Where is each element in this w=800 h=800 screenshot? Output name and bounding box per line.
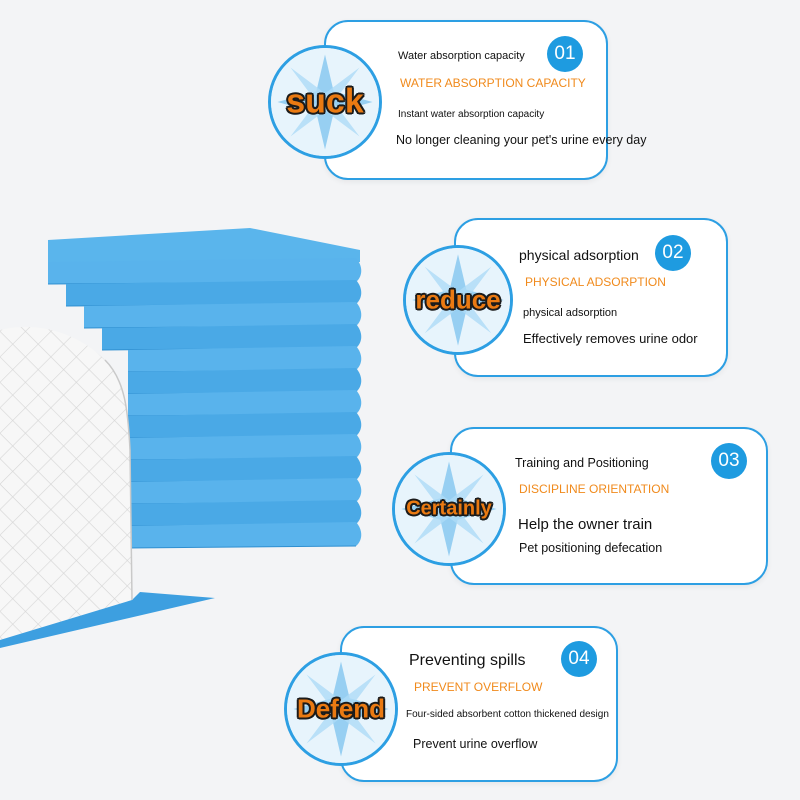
feature-number-badge-3: 03 — [711, 443, 747, 479]
feature-emblem-4: Defend — [284, 652, 398, 766]
pad-layer — [128, 412, 362, 438]
feature-number-badge-2: 02 — [655, 235, 691, 271]
feature-line1-3: Help the owner train — [518, 516, 653, 533]
pad-layer — [84, 302, 362, 328]
pad-layer — [128, 390, 362, 416]
feature-line1-1: Instant water absorption capacity — [398, 109, 545, 120]
feature-subtitle-3: DISCIPLINE ORIENTATION — [519, 482, 670, 496]
feature-emblem-2: reduce — [403, 245, 513, 355]
pad-layer — [128, 500, 362, 526]
feature-title-4: Preventing spills — [409, 652, 526, 669]
feature-line2-4: Prevent urine overflow — [413, 737, 538, 751]
shield-pattern-icon — [395, 455, 503, 563]
feature-subtitle-2: PHYSICAL ADSORPTION — [525, 275, 666, 289]
shield-pattern-icon — [406, 248, 510, 352]
feature-subtitle-4: PREVENT OVERFLOW — [414, 680, 543, 694]
feature-line2-3: Pet positioning defecation — [519, 541, 663, 555]
pad-layer — [128, 478, 362, 504]
feature-word-2: reduce — [415, 284, 501, 315]
feature-line1-4: Four-sided absorbent cotton thickened de… — [406, 709, 609, 720]
pad-layer — [128, 522, 362, 548]
shield-pattern-icon — [287, 655, 395, 763]
feature-emblem-1: suck — [268, 45, 382, 159]
feature-line2-1: No longer cleaning your pet's urine ever… — [396, 133, 647, 147]
pad-layer — [48, 258, 362, 284]
feature-word-4: Defend — [296, 693, 386, 724]
feature-number-badge-4: 04 — [561, 641, 597, 677]
feature-word-3: Certainly — [406, 497, 492, 520]
shield-pattern-icon — [271, 48, 379, 156]
pad-layer — [102, 324, 362, 350]
feature-title-1: Water absorption capacity — [398, 50, 525, 62]
pad-layer — [128, 456, 362, 482]
pad-layer — [66, 280, 362, 306]
feature-line2-2: Effectively removes urine odor — [523, 331, 698, 346]
feature-word-1: suck — [286, 82, 364, 121]
pad-layer — [128, 434, 362, 460]
feature-emblem-3: Certainly — [392, 452, 506, 566]
feature-title-3: Training and Positioning — [515, 456, 649, 470]
feature-subtitle-1: WATER ABSORPTION CAPACITY — [400, 76, 586, 90]
pad-layer — [128, 346, 362, 372]
feature-number-badge-1: 01 — [547, 36, 583, 72]
feature-line1-2: physical adsorption — [523, 307, 618, 319]
pad-fold-line — [127, 545, 357, 549]
feature-title-2: physical adsorption — [519, 247, 639, 263]
pad-layer — [128, 368, 362, 394]
